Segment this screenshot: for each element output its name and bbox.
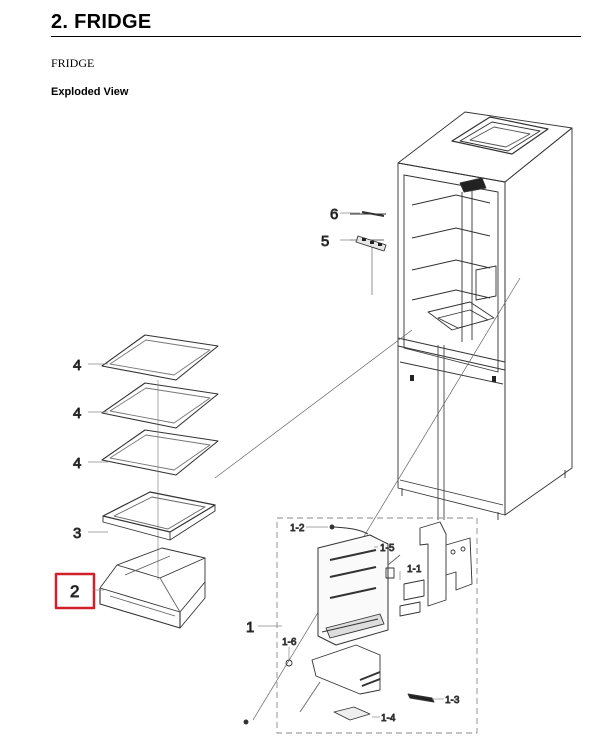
assembly-1-group-box <box>276 517 478 734</box>
part-3-drawer-cover <box>102 491 216 541</box>
callout-4-shelf-2: 4 <box>73 405 81 422</box>
page-heading: 2. FRIDGE <box>51 11 581 37</box>
assembly-1-parts <box>243 521 473 725</box>
callout-1-5: 1-5 <box>380 543 395 554</box>
part-6-bar <box>350 211 386 217</box>
callout-1: 1 <box>246 619 254 636</box>
callout-1-3: 1-3 <box>445 695 460 706</box>
callout-4-shelf-3: 4 <box>73 455 81 472</box>
leader-lines <box>214 240 521 721</box>
page-subtitle: FRIDGE <box>51 56 95 70</box>
callout-leaders <box>88 212 444 718</box>
callout-1-2: 1-2 <box>290 523 305 534</box>
callout-3: 3 <box>73 525 81 542</box>
callout-2-highlight-box <box>54 572 96 610</box>
shelf-glass-3 <box>101 429 219 476</box>
callout-4-shelf-1: 4 <box>73 357 81 374</box>
callout-5: 5 <box>321 233 329 250</box>
section-label: Exploded View <box>51 86 129 98</box>
part-2-crisper-drawer <box>99 547 206 629</box>
callout-6: 6 <box>330 206 338 223</box>
callout-1-6: 1-6 <box>282 637 297 648</box>
callout-1-1: 1-1 <box>407 564 422 575</box>
shelf-glass-2 <box>101 382 219 429</box>
shelf-glass-1 <box>101 334 219 381</box>
callout-2: 2 <box>70 582 79 601</box>
fridge-cabinet <box>397 111 573 520</box>
callout-1-4: 1-4 <box>381 713 396 724</box>
part-5-module <box>350 235 387 252</box>
